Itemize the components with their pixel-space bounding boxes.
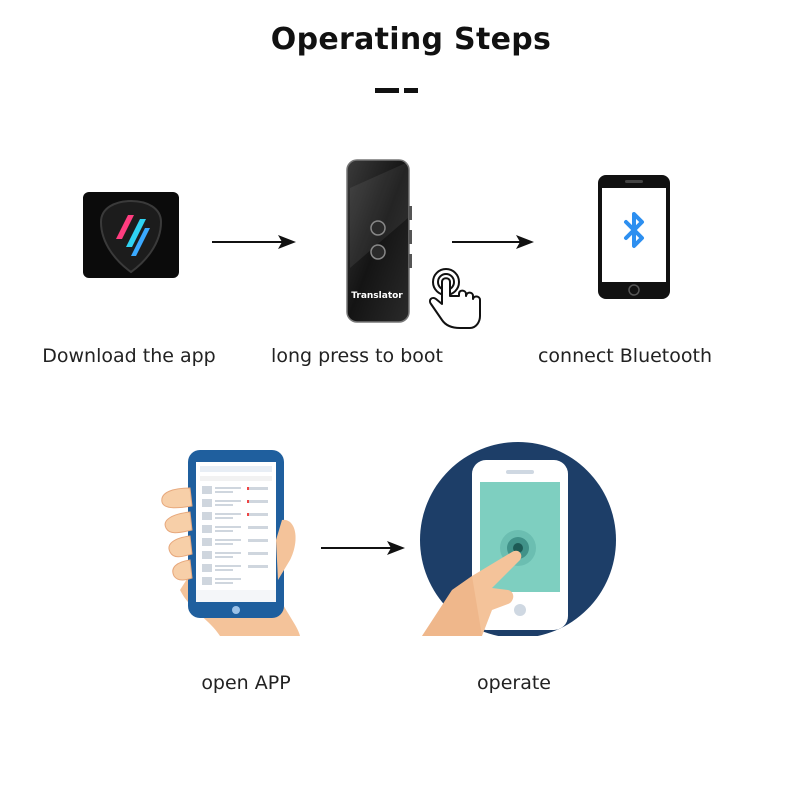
title-underline-left xyxy=(375,88,399,93)
device-brand-text: Translator xyxy=(351,291,403,301)
finger-press-icon xyxy=(426,266,484,332)
phone-bluetooth-icon xyxy=(597,174,671,300)
translator-device-icon xyxy=(344,158,414,324)
step-label-open: open APP xyxy=(201,672,291,694)
step-label-operate: operate xyxy=(477,672,551,694)
title-underline-right xyxy=(404,88,418,93)
hand-holding-phone-icon xyxy=(150,440,308,636)
step-label-download: Download the app xyxy=(42,345,216,367)
arrow-right-icon xyxy=(452,234,534,250)
step-label-bluetooth: connect Bluetooth xyxy=(537,345,712,367)
step-label-boot: long press to boot xyxy=(271,345,443,367)
finger-tap-phone-icon xyxy=(412,440,622,636)
arrow-right-icon xyxy=(212,234,296,250)
app-logo-icon xyxy=(83,192,179,278)
page-title: Operating Steps xyxy=(270,22,552,57)
arrow-right-icon xyxy=(321,540,405,556)
